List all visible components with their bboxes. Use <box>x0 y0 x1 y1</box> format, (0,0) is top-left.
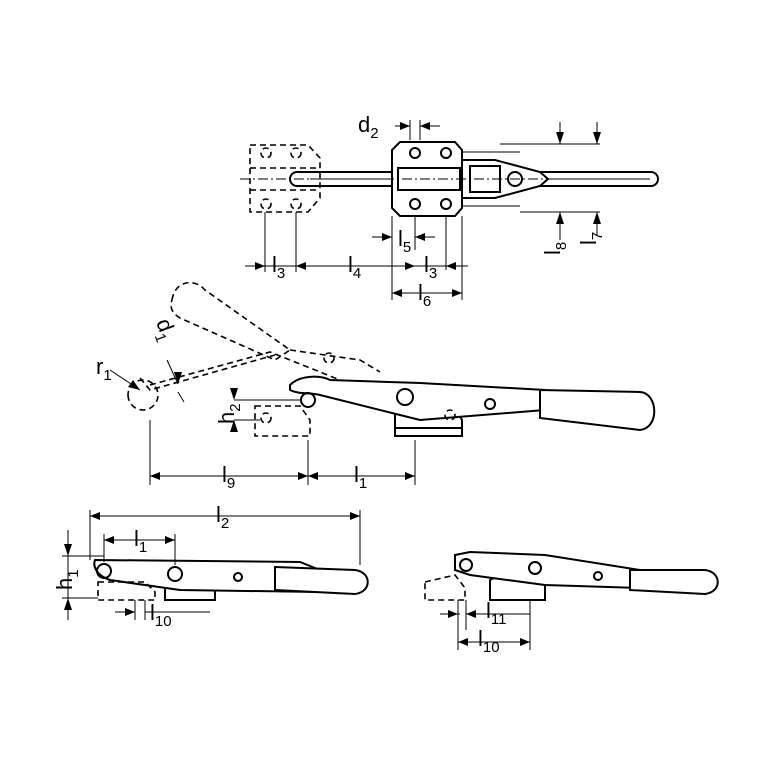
label-l1-middle: l1 <box>354 462 367 492</box>
label-l7: l7 <box>576 232 606 245</box>
top-view <box>240 120 659 300</box>
label-l9: l9 <box>222 462 235 492</box>
label-l6: l6 <box>418 280 431 310</box>
label-l1-bottom: l1 <box>134 526 147 556</box>
label-l3-left: l3 <box>272 252 285 282</box>
label-l8: l8 <box>540 242 570 255</box>
label-l10-right: l10 <box>478 626 500 656</box>
label-d1: d1 <box>147 315 182 345</box>
label-l11: l11 <box>486 598 506 628</box>
bottom-left-view <box>62 510 369 620</box>
label-l10-left: l10 <box>150 600 172 630</box>
label-h2: h2 <box>214 403 244 424</box>
label-l5: l5 <box>398 226 411 256</box>
dimension-labels: d2 l7 l8 l5 l3 l4 l3 l6 d1 r1 h2 l9 l1 l… <box>52 112 606 656</box>
label-d2: d2 <box>358 112 379 142</box>
bottom-right-view <box>424 550 719 650</box>
label-l3-right: l3 <box>424 252 437 282</box>
label-h1: h1 <box>52 569 82 590</box>
label-r1: r1 <box>96 354 112 384</box>
label-l2: l2 <box>216 502 229 532</box>
label-l4: l4 <box>348 252 361 282</box>
middle-view <box>109 281 656 485</box>
